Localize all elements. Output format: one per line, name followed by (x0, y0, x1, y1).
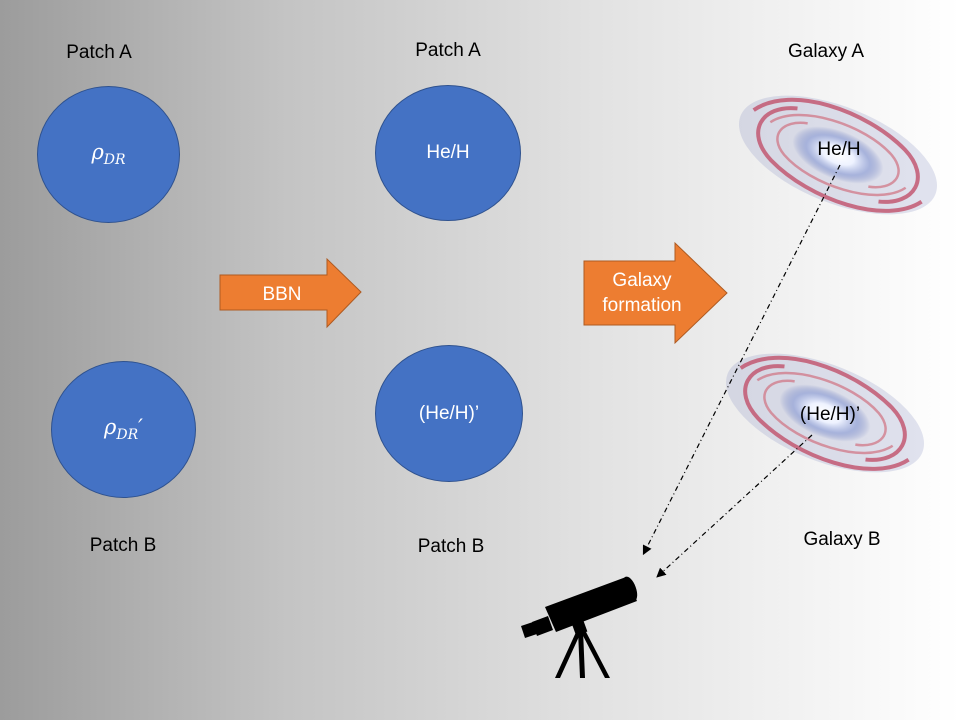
bbn-label: BBN (262, 284, 302, 305)
he-h-circle-text: He/H (426, 142, 470, 163)
galaxy-formation-line1: Galaxy (612, 270, 672, 291)
he-h-prime-circle-text: (He/H)’ (418, 402, 480, 424)
middle-patch-a-label: Patch A (415, 40, 481, 61)
he-h-prime-circle: (He/H)’ (375, 345, 523, 482)
middle-patch-b-label: Patch B (417, 536, 485, 557)
rho-dr-circle: ρDR (37, 86, 180, 223)
galaxy-b-icon (725, 353, 925, 473)
sightline-galaxy-b (656, 434, 813, 578)
galaxy-formation-arrow (583, 241, 728, 345)
rho-dr-symbol: ρDR (91, 140, 126, 169)
he-h-circle: He/H (375, 85, 521, 221)
galaxy-formation-line2: formation (602, 295, 682, 316)
galaxy-b-label: Galaxy B (803, 529, 881, 550)
galaxy-a-icon (738, 95, 938, 215)
left-patch-a-label: Patch A (66, 42, 132, 63)
galaxy-a-label: Galaxy A (787, 41, 865, 62)
rho-dr-prime-circle: ρDR′ (51, 361, 196, 498)
bbn-arrow (219, 257, 362, 329)
left-patch-b-label: Patch B (89, 535, 157, 556)
rho-dr-prime-symbol: ρDR′ (104, 415, 143, 444)
galaxy-formation-label: Galaxy formation (584, 268, 700, 318)
galaxy-b-ratio: (He/H)’ (799, 404, 861, 425)
sightline-galaxy-a (642, 164, 841, 556)
telescope-icon (521, 576, 638, 678)
galaxy-a-ratio: He/H (817, 139, 861, 160)
